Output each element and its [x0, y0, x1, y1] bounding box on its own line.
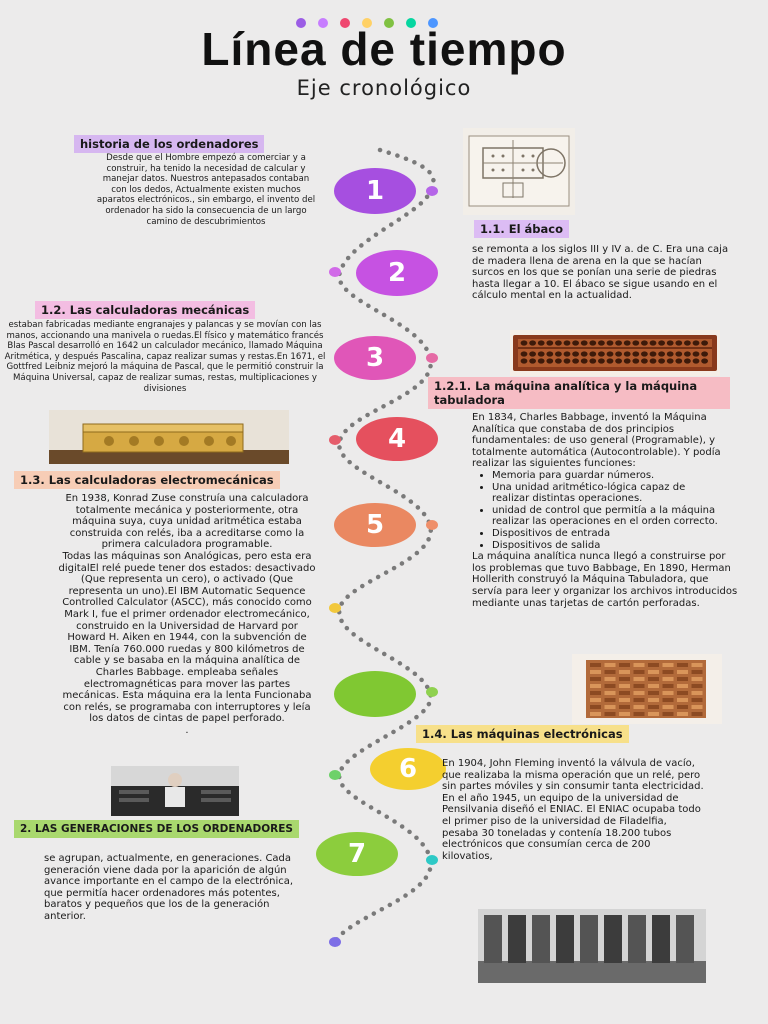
header-dots: [296, 18, 446, 28]
heading-historia: historia de los ordenadores: [74, 135, 265, 153]
timeline-circle-1: 1: [334, 168, 416, 214]
text-maquinas-electronicas: En 1904, John Fleming inventó la válvula…: [442, 758, 704, 862]
timeline-node-dot: [426, 186, 438, 196]
header-dot: [384, 18, 394, 28]
timeline-node-dot: [329, 435, 341, 445]
text-generaciones: se agrupan, actualmente, en generaciones…: [44, 853, 294, 922]
timeline-node-dot: [426, 855, 438, 865]
header-dot: [362, 18, 372, 28]
header-dot: [318, 18, 328, 28]
timeline-node-dot: [329, 937, 341, 947]
timeline-circle-4: 4: [356, 417, 438, 461]
eniac-image: [478, 909, 706, 983]
header-dot: [406, 18, 416, 28]
page-title: Línea de tiempo: [201, 23, 567, 75]
operator-machine-image: [111, 766, 239, 816]
heading-maquinas-electronicas: 1.4. Las máquinas electrónicas: [416, 725, 629, 743]
heading-abaco: 1.1. El ábaco: [474, 220, 570, 238]
timeline-node-dot: [426, 687, 438, 697]
list-item: Memoria para guardar números.: [492, 470, 738, 482]
text-historia: Desde que el Hombre empezó a comerciar y…: [96, 153, 316, 227]
page-subtitle: Eje cronológico: [296, 76, 472, 100]
heading-calc-mecanicas: 1.2. Las calculadoras mecánicas: [35, 301, 256, 319]
timeline-node-dot: [426, 520, 438, 530]
analitica-function-list: Memoria para guardar números. Una unidad…: [472, 470, 738, 551]
timeline-circle-5: 5: [334, 503, 416, 547]
text-calc-mecanicas: estaban fabricadas mediante engranajes y…: [4, 320, 326, 394]
text-analitica-intro: En 1834, Charles Babbage, inventó la Máq…: [472, 412, 721, 470]
pascalina-image: [49, 410, 289, 464]
heading-generaciones: 2. LAS GENERACIONES DE LOS ORDENADORES: [14, 820, 299, 838]
section-maquina-analitica-body: En 1834, Charles Babbage, inventó la Máq…: [472, 412, 738, 609]
timeline-circle-7: 7: [316, 832, 398, 876]
list-item: Una unidad aritmético-lógica capaz de re…: [492, 482, 738, 505]
heading-calc-electromecanicas: 1.3. Las calculadoras electromecánicas: [14, 471, 280, 489]
timeline-node-dot: [329, 603, 341, 613]
timeline-node-dot: [329, 267, 341, 277]
timeline-circle-3: 3: [334, 336, 416, 380]
header-dot: [428, 18, 438, 28]
heading-maquina-analitica: 1.2.1. La máquina analítica y la máquina…: [428, 377, 730, 409]
list-item: unidad de control que permitía a la máqu…: [492, 505, 738, 528]
list-item: Dispositivos de salida: [492, 540, 738, 552]
header-dot: [340, 18, 350, 28]
difference-engine-image: [572, 654, 722, 724]
church-plan-image: [463, 128, 575, 215]
timeline-circle-blank: [334, 671, 416, 717]
list-item: Dispositivos de entrada: [492, 528, 738, 540]
text-calc-electromecanicas: En 1938, Konrad Zuse construía una calcu…: [58, 493, 316, 736]
abacus-image: [510, 330, 720, 376]
timeline-circle-2: 2: [356, 250, 438, 296]
timeline-node-dot: [329, 770, 341, 780]
text-abaco: se remonta a los siglos III y IV a. de C…: [472, 244, 729, 302]
timeline-node-dot: [426, 353, 438, 363]
header-dot: [296, 18, 306, 28]
text-analitica-outro: La máquina analítica nunca llegó a const…: [472, 551, 738, 609]
timeline-circle-6: 6: [370, 748, 446, 790]
